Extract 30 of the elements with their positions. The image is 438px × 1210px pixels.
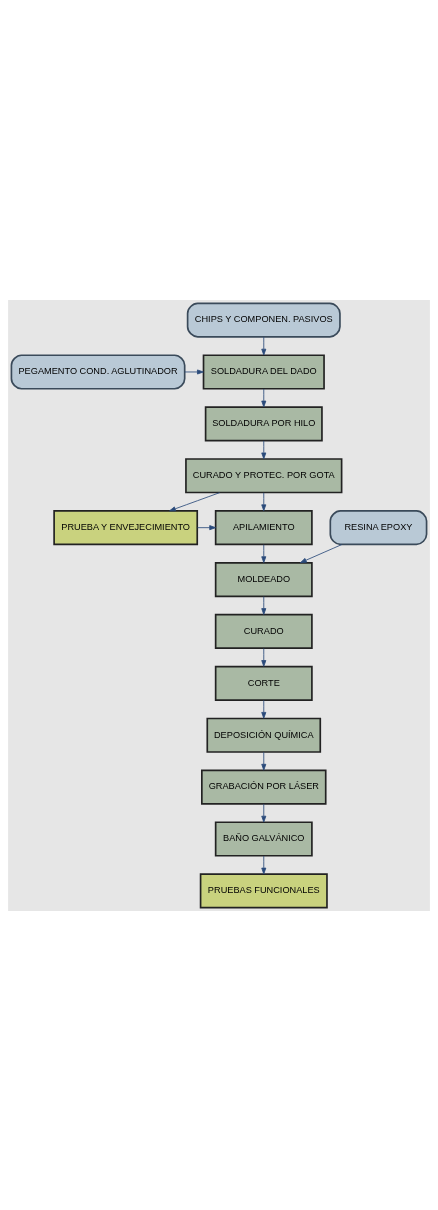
node-box: PEGAMENTO COND. AGLUTINADOR — [10, 353, 186, 390]
node-box: PRUEBAS FUNCIONALES — [199, 872, 328, 908]
node-box: RESINA EPOXY — [329, 509, 428, 545]
node-box: APILAMIENTO — [214, 509, 313, 545]
node-box: CORTE — [214, 665, 313, 701]
arrow — [261, 595, 267, 615]
arrow — [261, 751, 267, 771]
node-box: MOLDEADO — [214, 561, 313, 597]
arrow — [261, 855, 267, 874]
arrow — [197, 524, 216, 530]
node-box: CHIPS Y COMPONEN. PASIVOS — [186, 302, 341, 338]
node-box: BAÑO GALVÁNICO — [214, 820, 313, 857]
node-box: CURADO Y PROTEC. POR GOTA — [185, 457, 343, 493]
arrow — [261, 543, 267, 563]
arrow — [169, 491, 221, 511]
node-box: DEPOSICIÓN QUÍMICA — [206, 717, 322, 753]
arrow — [261, 699, 267, 719]
arrow — [261, 336, 267, 355]
arrow — [300, 543, 343, 563]
node-box: PRUEBA Y ENVEJECIMIENTO — [53, 509, 199, 545]
arrow — [261, 647, 267, 667]
arrow — [261, 803, 267, 822]
node-box: CURADO — [214, 613, 313, 649]
node-box: SOLDADURA DEL DADO — [202, 353, 325, 390]
node-box: SOLDADURA POR HILO — [204, 405, 323, 441]
arrow — [184, 369, 204, 374]
arrow — [261, 491, 267, 511]
arrow — [261, 388, 267, 407]
arrow — [261, 439, 267, 459]
node-box: GRABACIÓN POR LÁSER — [201, 769, 327, 805]
